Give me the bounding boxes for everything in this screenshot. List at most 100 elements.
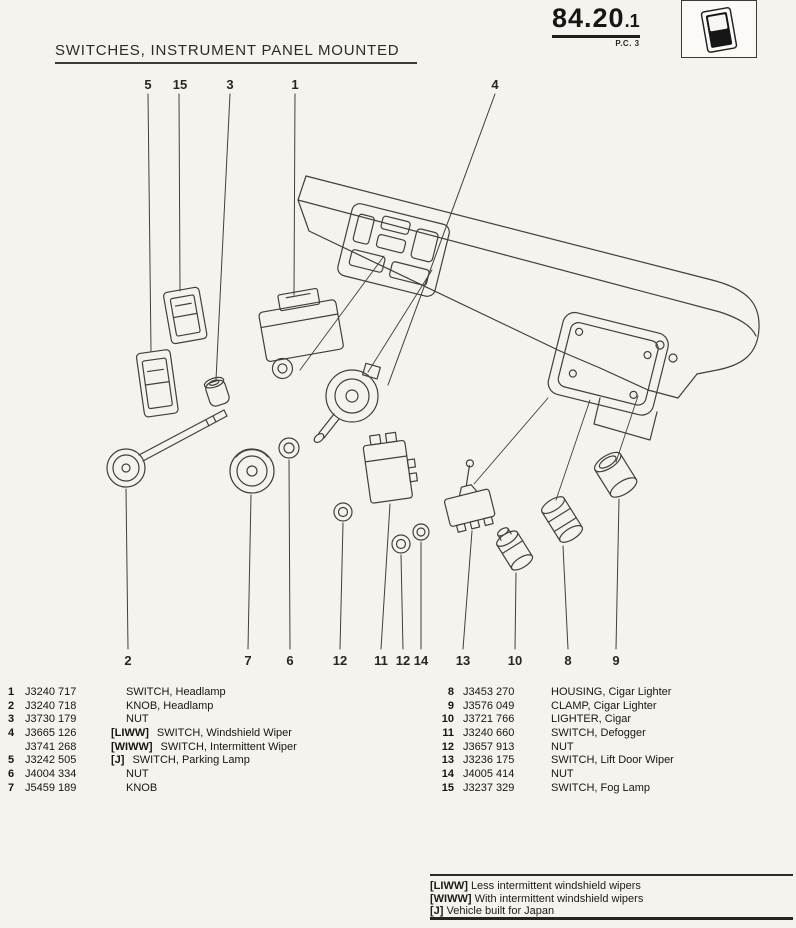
parts-row: 13 J3236 175 SWITCH, Lift Door Wiper <box>432 754 792 768</box>
nut-drawing-12a <box>333 502 353 522</box>
cigar-lighter-drawing <box>496 527 534 571</box>
part-number: J3730 179 <box>25 713 77 726</box>
part-number: J3453 270 <box>463 686 515 698</box>
parts-row: 6 J4004 334 NUT <box>8 768 418 782</box>
callout-bottom-12a: 12 <box>333 653 347 668</box>
callout-bottom-7: 7 <box>244 653 251 668</box>
part-description: SWITCH, Intermittent Wiper <box>160 740 297 753</box>
part-number: J3242 505 <box>25 754 77 767</box>
ref-number <box>8 741 25 755</box>
nut-drawing-6 <box>278 437 300 459</box>
cigar-lighter-housing-drawing <box>541 496 584 543</box>
part-number: J4004 334 <box>25 768 77 781</box>
callout-top-4: 4 <box>491 77 499 92</box>
legend-tag: [LIWW] <box>430 880 468 892</box>
exploded-parts-diagram: 5 15 3 1 4 2 7 6 12 11 12 14 13 10 8 9 <box>106 77 760 668</box>
part-description: NUT <box>126 713 149 726</box>
qualifier-tag <box>111 686 126 700</box>
qualifier-tag: [WIWW] <box>111 740 153 753</box>
parts-row: 11 J3240 660 SWITCH, Defogger <box>432 727 792 741</box>
ref-number: 12 <box>441 740 454 753</box>
part-number: J3576 049 <box>463 699 515 712</box>
qualifier-tag <box>111 700 126 714</box>
part-description: SWITCH, Lift Door Wiper <box>551 754 674 767</box>
section-number-suffix: .1 <box>624 11 640 31</box>
callout-top-1: 1 <box>291 77 298 92</box>
parts-row: 7 J5459 189 KNOB <box>8 782 418 796</box>
ref-number: 15 <box>441 781 454 794</box>
lift-door-wiper-switch-drawing <box>443 459 496 533</box>
parts-list-right-column: 8 J3453 270 HOUSING, Cigar Lighter 9 J35… <box>432 686 792 796</box>
callout-numbers: 5 15 3 1 4 2 7 6 12 11 12 14 13 10 8 9 <box>124 77 619 668</box>
part-description: KNOB, Headlamp <box>126 699 214 712</box>
ref-number: 5 <box>8 754 15 767</box>
part-number: J3657 913 <box>463 740 515 753</box>
callout-bottom-8: 8 <box>564 653 571 668</box>
part-description: KNOB <box>126 781 158 794</box>
callout-top-5: 5 <box>144 77 151 92</box>
panel-opening <box>547 311 669 416</box>
callout-bottom-10: 10 <box>508 653 522 668</box>
ref-number: 3 <box>8 713 15 726</box>
switch-icon-box <box>681 0 757 58</box>
legend-note-wiww: [WIWW] With intermittent windshield wipe… <box>430 893 793 906</box>
parking-lamp-switch-drawing <box>135 349 179 418</box>
switch-opening-cluster <box>337 203 450 297</box>
cigar-lighter-clamp-drawing <box>593 451 638 498</box>
part-description: CLAMP, Cigar Lighter <box>551 699 657 712</box>
parts-row: 5 J3242 505 [J] SWITCH, Parking Lamp <box>8 754 418 768</box>
part-description: SWITCH, Headlamp <box>126 686 226 698</box>
legend-notes: [LIWW] Less intermittent windshield wipe… <box>430 874 793 918</box>
legend-tag: [WIWW] <box>430 892 472 905</box>
ref-number: 6 <box>8 768 15 781</box>
headlamp-knob-and-shaft-drawing <box>106 409 228 488</box>
part-description: NUT <box>126 768 149 781</box>
section-number: 84.20.1 <box>552 3 640 38</box>
section-number-main: 84.20 <box>552 3 625 33</box>
callout-bottom-9: 9 <box>612 653 619 668</box>
parts-row: 3 J3730 179 NUT <box>8 713 418 727</box>
qualifier-tag: [LIWW] <box>111 727 149 740</box>
legend-note-j: [J] Vehicle built for Japan <box>430 905 793 918</box>
leader-lines <box>125 93 620 650</box>
nut-drawing-3 <box>203 376 230 407</box>
ref-number: 11 <box>442 727 454 740</box>
ref-number: 9 <box>447 699 454 712</box>
parts-row: 4 J3665 126 [LIWW] SWITCH, Windshield Wi… <box>8 727 418 741</box>
ref-number: 13 <box>441 754 454 767</box>
part-description: SWITCH, Defogger <box>551 727 646 740</box>
ref-number: 10 <box>441 713 454 726</box>
part-description: SWITCH, Windshield Wiper <box>156 727 292 740</box>
nut-drawing-14 <box>412 523 430 541</box>
qualifier-tag <box>111 768 126 782</box>
windshield-wiper-switch-drawing <box>313 362 381 444</box>
parts-row: 1 J3240 717 SWITCH, Headlamp <box>8 686 418 700</box>
parts-row: 8 J3453 270 HOUSING, Cigar Lighter <box>432 686 792 700</box>
parts-row: 9 J3576 049 CLAMP, Cigar Lighter <box>432 700 792 714</box>
instrument-panel-drawing <box>297 175 760 441</box>
parts-list-left-column: 1 J3240 717 SWITCH, Headlamp 2 J3240 718… <box>8 686 418 796</box>
part-description: LIGHTER, Cigar <box>551 713 632 726</box>
legend-note-liww: [LIWW] Less intermittent windshield wipe… <box>430 880 793 893</box>
part-number: J3240 717 <box>25 686 77 698</box>
part-number: J3240 660 <box>463 727 515 740</box>
page-code: P.C. 3 <box>615 39 640 48</box>
rocker-switch-icon <box>700 7 738 53</box>
headlamp-switch-drawing <box>258 287 344 380</box>
callout-bottom-11: 11 <box>374 653 388 668</box>
part-number: J3721 766 <box>463 713 515 726</box>
parts-row: 15 J3237 329 SWITCH, Fog Lamp <box>432 782 792 796</box>
ref-number: 2 <box>8 699 15 712</box>
qualifier-tag: [J] <box>111 754 125 767</box>
parts-row: J3741 268 [WIWW] SWITCH, Intermittent Wi… <box>8 741 418 755</box>
nut-drawing-12b <box>391 534 411 554</box>
bottom-rule <box>430 917 793 920</box>
page-title: SWITCHES, INSTRUMENT PANEL MOUNTED <box>55 42 418 64</box>
ref-number: 8 <box>447 686 454 698</box>
part-number: J4005 414 <box>463 768 515 781</box>
assembly-lines <box>299 255 639 501</box>
ref-number: 1 <box>8 686 15 698</box>
ref-number: 7 <box>8 781 15 794</box>
section-number-block: 84.20.1 P.C. 3 <box>552 3 640 48</box>
